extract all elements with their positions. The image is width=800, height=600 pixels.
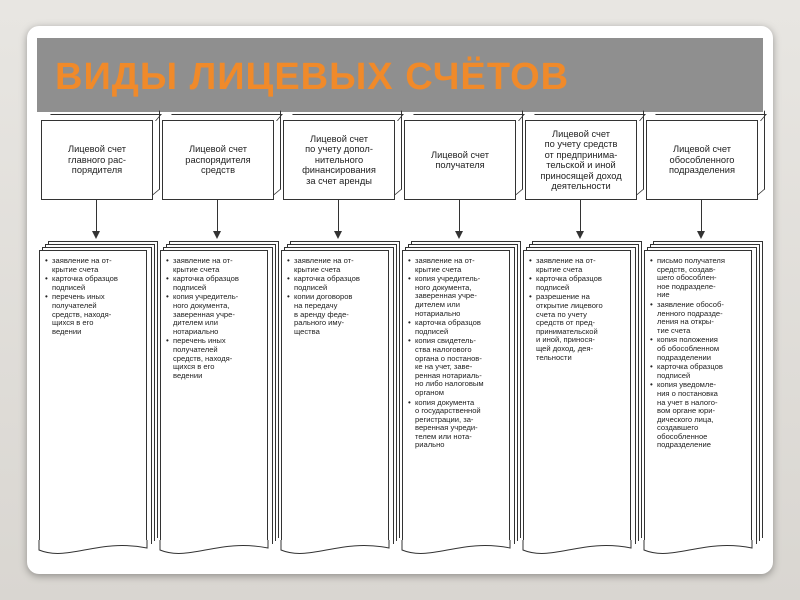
column-business-income: Лицевой счет по учету средств от предпри… — [522, 26, 643, 574]
header-text: Лицевой счет по учету допол- нительного … — [302, 133, 376, 186]
header-text: Лицевой счет главного рас- порядителя — [67, 144, 127, 176]
list-item: заявление на от- крытие счета — [286, 256, 384, 274]
list-item: перечень иных получателей средств, наход… — [165, 337, 263, 380]
header-text: Лицевой счет по учету средств от предпри… — [540, 128, 622, 192]
document-sheet: заявление на от- крытие счетакарточка об… — [38, 250, 148, 554]
arrow-down-icon — [697, 231, 705, 239]
list-item: копия документа о государственной регист… — [407, 398, 505, 451]
document-sheet: заявление на от- крытие счетакарточка об… — [280, 250, 390, 554]
slide-title: ВИДЫ ЛИЦЕВЫХ СЧЁТОВ — [55, 56, 570, 98]
list-item: заявление обособ- ленного подразде- лени… — [649, 300, 747, 335]
header-box: Лицевой счет обособленного подразделения — [646, 120, 758, 200]
list-item: письмо получателя средств, создав- шего … — [649, 256, 747, 300]
connector-line — [338, 199, 340, 233]
list-item: заявление на от- крытие счета — [528, 256, 626, 274]
list-item: перечень иных получателей средств, наход… — [44, 293, 142, 336]
document-stack: заявление на от- крытие счетакарточка об… — [522, 241, 643, 554]
connector-line — [96, 199, 98, 233]
arrow-down-icon — [576, 231, 584, 239]
list-item: заявление на от- крытие счета — [165, 256, 263, 274]
document-stack: заявление на от- крытие счетакопия учред… — [401, 241, 522, 554]
column-separate-division: Лицевой счет обособленного подразделения… — [643, 26, 764, 574]
connector-line — [580, 199, 582, 233]
header-box: Лицевой счет по учету средств от предпри… — [525, 120, 637, 200]
list-item: карточка образцов подписей — [44, 274, 142, 292]
document-list: заявление на от- крытие счетакарточка об… — [286, 256, 384, 336]
list-item: копия положения об обособленном подразде… — [649, 336, 747, 362]
document-sheet: письмо получателя средств, создав- шего … — [643, 250, 753, 554]
list-item: заявление на от- крытие счета — [407, 256, 505, 274]
list-item: разрешение на открытие лицевого счета по… — [528, 293, 626, 362]
title-bar: ВИДЫ ЛИЦЕВЫХ СЧЁТОВ — [37, 38, 763, 112]
connector-line — [701, 199, 703, 233]
column-rent-financing: Лицевой счет по учету допол- нительного … — [280, 26, 401, 574]
document-sheet: заявление на от- крытие счетакарточка об… — [159, 250, 269, 554]
list-item: карточка образцов подписей — [407, 318, 505, 336]
list-item: копии договоров на передачу в аренду фед… — [286, 293, 384, 336]
document-stack: письмо получателя средств, создав- шего … — [643, 241, 764, 554]
document-sheet: заявление на от- крытие счетакарточка об… — [522, 250, 632, 554]
document-wave-edge — [280, 540, 390, 554]
arrow-down-icon — [334, 231, 342, 239]
document-stack: заявление на от- крытие счетакарточка об… — [159, 241, 280, 554]
list-item: карточка образцов подписей — [165, 274, 263, 292]
header-text: Лицевой счет обособленного подразделения — [669, 144, 735, 176]
list-item: копия учредитель- ного документа, завере… — [165, 293, 263, 336]
document-list: письмо получателя средств, создав- шего … — [649, 256, 747, 450]
header-text: Лицевой счет распорядителя средств — [185, 144, 251, 176]
connector-line — [459, 199, 461, 233]
document-sheet: заявление на от- крытие счетакопия учред… — [401, 250, 511, 554]
account-types-diagram: Лицевой счет главного рас- порядителя за… — [27, 26, 773, 574]
column-recipient: Лицевой счет получателя заявление на от-… — [401, 26, 522, 574]
document-list: заявление на от- крытие счетакарточка об… — [44, 256, 142, 336]
list-item: копия учредитель- ного документа, завере… — [407, 274, 505, 318]
arrow-down-icon — [213, 231, 221, 239]
header-box: Лицевой счет по учету допол- нительного … — [283, 120, 395, 200]
arrow-down-icon — [455, 231, 463, 239]
connector-line — [217, 199, 219, 233]
document-wave-edge — [522, 540, 632, 554]
document-list: заявление на от- крытие счетакопия учред… — [407, 256, 505, 451]
list-item: заявление на от- крытие счета — [44, 256, 142, 274]
list-item: копия уведомле- ния о постановка на учет… — [649, 381, 747, 450]
header-box: Лицевой счет получателя — [404, 120, 516, 200]
column-manager: Лицевой счет распорядителя средств заявл… — [159, 26, 280, 574]
document-wave-edge — [38, 540, 148, 554]
list-item: карточка образцов подписей — [649, 362, 747, 380]
header-text: Лицевой счет получателя — [431, 149, 489, 171]
document-wave-edge — [643, 540, 753, 554]
list-item: копия свидетель- ства налогового органа … — [407, 337, 505, 397]
document-stack: заявление на от- крытие счетакарточка об… — [38, 241, 159, 554]
slide: ВИДЫ ЛИЦЕВЫХ СЧЁТОВ Лицевой счет главног… — [27, 26, 773, 574]
header-box: Лицевой счет главного рас- порядителя — [41, 120, 153, 200]
document-wave-edge — [159, 540, 269, 554]
list-item: карточка образцов подписей — [286, 274, 384, 292]
arrow-down-icon — [92, 231, 100, 239]
document-list: заявление на от- крытие счетакарточка об… — [165, 256, 263, 380]
document-list: заявление на от- крытие счетакарточка об… — [528, 256, 626, 362]
list-item: карточка образцов подписей — [528, 274, 626, 292]
document-wave-edge — [401, 540, 511, 554]
column-main-manager: Лицевой счет главного рас- порядителя за… — [38, 26, 159, 574]
header-box: Лицевой счет распорядителя средств — [162, 120, 274, 200]
document-stack: заявление на от- крытие счетакарточка об… — [280, 241, 401, 554]
